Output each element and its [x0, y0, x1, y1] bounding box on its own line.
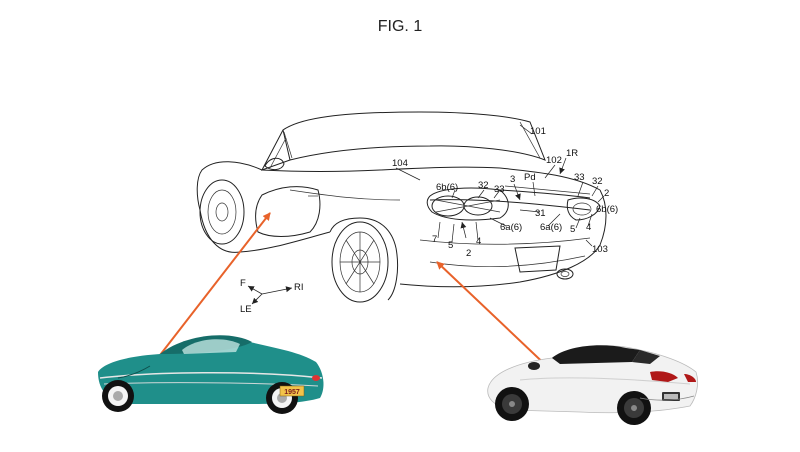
figure-title: FIG. 1 — [377, 18, 423, 35]
ref-label-6a-left: 6a(6) — [500, 222, 522, 233]
ref-label-6b-left: 6b(6) — [436, 182, 458, 193]
comparison-arrows — [149, 212, 554, 373]
door-outline — [255, 186, 321, 237]
ref-label-6b-right: 6b(6) — [596, 204, 618, 215]
ref-label-102: 102 — [546, 155, 562, 166]
reference-labels: 101 1R 102 104 Pd 33 32 2 6b(6) 32 33 3 … — [392, 126, 618, 259]
trunk-edge — [499, 167, 601, 191]
ref-label-33-left: 33 — [494, 184, 505, 195]
ref-label-5-left: 5 — [448, 240, 453, 251]
ref-label-103: 103 — [592, 244, 608, 255]
arrow-left-photo-to-drawing — [149, 212, 271, 369]
front-wheel-outline — [199, 179, 245, 245]
left-tail-lamp-outline — [426, 187, 509, 221]
ref-label-1R: 1R — [566, 148, 578, 159]
rear-deck — [429, 199, 591, 211]
car-line-drawing — [196, 111, 607, 303]
orientation-axes: F RI LE — [240, 278, 304, 315]
beltline — [261, 166, 501, 172]
license-plate-text: 1957 — [284, 389, 300, 396]
ref-label-4-left: 4 — [476, 236, 481, 247]
ref-label-31: 31 — [535, 208, 546, 219]
ref-label-2-left: 2 — [466, 248, 471, 259]
ref-label-104: 104 — [392, 158, 408, 169]
ref-label-7: 7 — [432, 234, 437, 245]
axis-label-left: LE — [240, 304, 252, 315]
rear-bumper — [399, 189, 607, 288]
exhaust-outline — [556, 268, 574, 280]
leader-lines — [395, 124, 605, 247]
arrow-right-photo-to-drawing — [436, 261, 554, 373]
ref-label-101: 101 — [530, 126, 546, 137]
mirror-outline — [264, 157, 285, 171]
ref-label-32-left: 32 — [478, 180, 489, 191]
ref-label-3: 3 — [510, 174, 515, 185]
ref-label-Pd: Pd — [524, 172, 536, 183]
ref-label-32-right: 32 — [592, 176, 603, 187]
front-fender-outline — [196, 161, 263, 211]
ref-label-4-right: 4 — [586, 222, 591, 233]
ref-label-2-right: 2 — [604, 188, 609, 199]
plate-recess — [514, 245, 561, 273]
ref-label-5-right: 5 — [570, 224, 575, 235]
right-tail-lamp-outline — [566, 197, 601, 221]
rear-wheel-outline — [331, 221, 389, 303]
axis-label-front: F — [240, 278, 246, 289]
classic-car-photo: 1957 — [98, 335, 324, 414]
ref-label-33-right: 33 — [574, 172, 585, 183]
hardtop-outline — [282, 111, 546, 161]
ref-label-6a-right: 6a(6) — [540, 222, 562, 233]
rear-arch — [329, 217, 397, 249]
modern-car-photo — [487, 345, 698, 425]
axis-label-right: RI — [294, 282, 304, 293]
